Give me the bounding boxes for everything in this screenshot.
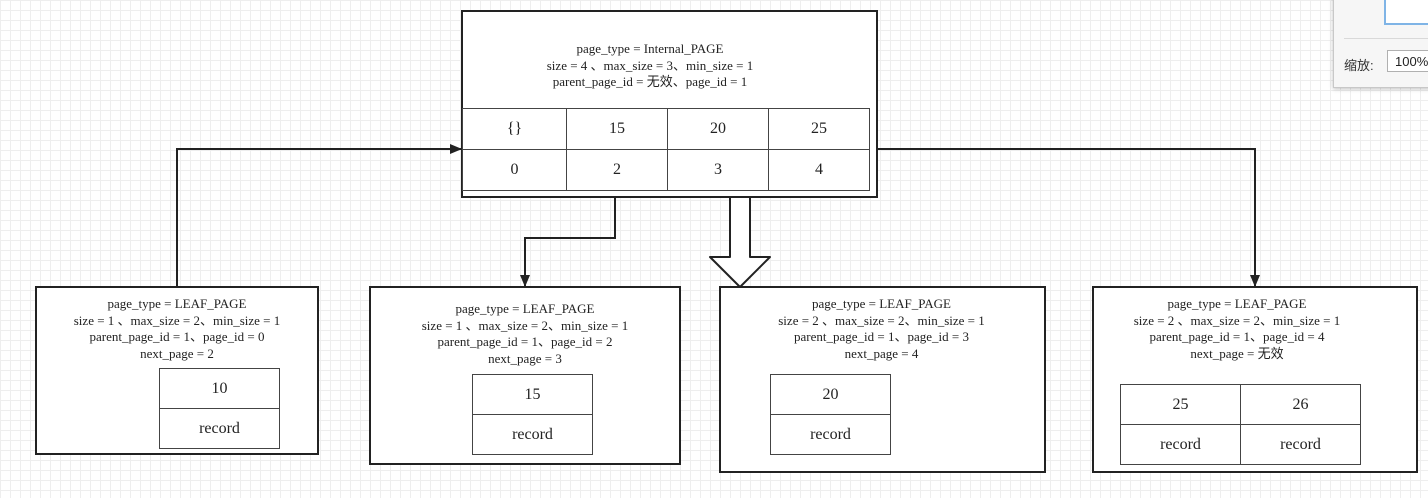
leaf-page-info: page_type = LEAF_PAGE size = 2 、max_size… bbox=[721, 296, 1042, 362]
connector-parent-to-leaf4 bbox=[871, 148, 1260, 287]
leaf-page-info: page_type = LEAF_PAGE size = 1 、max_size… bbox=[37, 296, 317, 362]
leaf-next-page: next_page = 4 bbox=[844, 345, 919, 361]
block-arrow-down bbox=[709, 196, 771, 288]
internal-page-ids: parent_page_id = 无效、page_id = 1 bbox=[552, 74, 748, 89]
page-preview-thumbnail[interactable] bbox=[1384, 0, 1428, 25]
leaf-page-node[interactable]: page_type = LEAF_PAGE size = 2 、max_size… bbox=[719, 286, 1046, 473]
leaf-record-table: 15 record bbox=[472, 374, 593, 455]
leaf-record-table: 10 record bbox=[159, 368, 280, 449]
leaf-page-type: page_type = LEAF_PAGE bbox=[455, 301, 595, 316]
record-cell: record bbox=[770, 414, 891, 455]
leaf-page-ids: parent_page_id = 1、page_id = 3 bbox=[794, 329, 969, 344]
connector-parent-to-leaf2 bbox=[520, 189, 616, 287]
leaf-page-size: size = 2 、max_size = 2、min_size = 1 bbox=[1133, 312, 1341, 328]
internal-page-table: {} 15 20 25 0 2 3 4 bbox=[462, 108, 870, 191]
leaf-page-info: page_type = LEAF_PAGE size = 2 、max_size… bbox=[1094, 296, 1380, 362]
child-pointer-cell: 2 bbox=[566, 149, 668, 191]
leaf-page-ids: parent_page_id = 1、page_id = 4 bbox=[1149, 329, 1325, 344]
leaf-next-page: next_page = 2 bbox=[140, 345, 214, 361]
key-cell: {} bbox=[462, 108, 567, 150]
leaf-page-info: page_type = LEAF_PAGE size = 1 、max_size… bbox=[371, 301, 679, 367]
child-pointer-cell: 4 bbox=[768, 149, 870, 191]
internal-page-info: page_type = Internal_PAGE size = 4 、max_… bbox=[462, 41, 838, 91]
internal-page-node[interactable]: page_type = Internal_PAGE size = 4 、max_… bbox=[461, 10, 878, 198]
leaf-page-ids: parent_page_id = 1、page_id = 2 bbox=[437, 334, 613, 349]
zoom-label: 缩放: bbox=[1344, 58, 1374, 73]
leaf-page-node[interactable]: page_type = LEAF_PAGE size = 1 、max_size… bbox=[35, 286, 319, 455]
child-pointer-cell: 3 bbox=[667, 149, 769, 191]
record-cell: record bbox=[1240, 424, 1361, 465]
leaf-page-ids: parent_page_id = 1、page_id = 0 bbox=[89, 329, 265, 344]
key-cell: 20 bbox=[770, 374, 891, 415]
leaf-page-node[interactable]: page_type = LEAF_PAGE size = 1 、max_size… bbox=[369, 286, 681, 465]
internal-page-size: size = 4 、max_size = 3、min_size = 1 bbox=[546, 57, 754, 73]
connector-leaf0-to-parent bbox=[176, 144, 462, 287]
leaf-record-table: 20 record bbox=[770, 374, 891, 455]
key-cell: 20 bbox=[667, 108, 769, 150]
key-cell: 26 bbox=[1240, 384, 1361, 425]
leaf-page-size: size = 1 、max_size = 2、min_size = 1 bbox=[73, 312, 281, 328]
leaf-page-type: page_type = LEAF_PAGE bbox=[107, 296, 247, 311]
key-cell: 25 bbox=[768, 108, 870, 150]
leaf-page-size: size = 1 、max_size = 2、min_size = 1 bbox=[421, 317, 629, 333]
record-cell: record bbox=[472, 414, 593, 455]
record-cell: record bbox=[159, 408, 280, 449]
leaf-page-type: page_type = LEAF_PAGE bbox=[1167, 296, 1307, 311]
internal-page-type: page_type = Internal_PAGE bbox=[576, 41, 724, 56]
key-cell: 10 bbox=[159, 368, 280, 409]
panel-divider bbox=[1344, 38, 1428, 39]
leaf-page-size: size = 2 、max_size = 2、min_size = 1 bbox=[778, 312, 985, 328]
child-pointer-cell: 0 bbox=[462, 149, 567, 191]
leaf-record-table: 25 26 record record bbox=[1120, 384, 1361, 465]
key-cell: 25 bbox=[1120, 384, 1241, 425]
format-panel: 缩放: 100% bbox=[1333, 0, 1428, 88]
leaf-page-type: page_type = LEAF_PAGE bbox=[811, 296, 951, 311]
zoom-input[interactable]: 100% bbox=[1387, 50, 1428, 72]
leaf-page-node[interactable]: page_type = LEAF_PAGE size = 2 、max_size… bbox=[1092, 286, 1418, 473]
leaf-next-page: next_page = 3 bbox=[488, 350, 562, 366]
key-cell: 15 bbox=[472, 374, 593, 415]
key-cell: 15 bbox=[566, 108, 668, 150]
record-cell: record bbox=[1120, 424, 1241, 465]
leaf-next-page: next_page = 无效 bbox=[1190, 345, 1284, 361]
